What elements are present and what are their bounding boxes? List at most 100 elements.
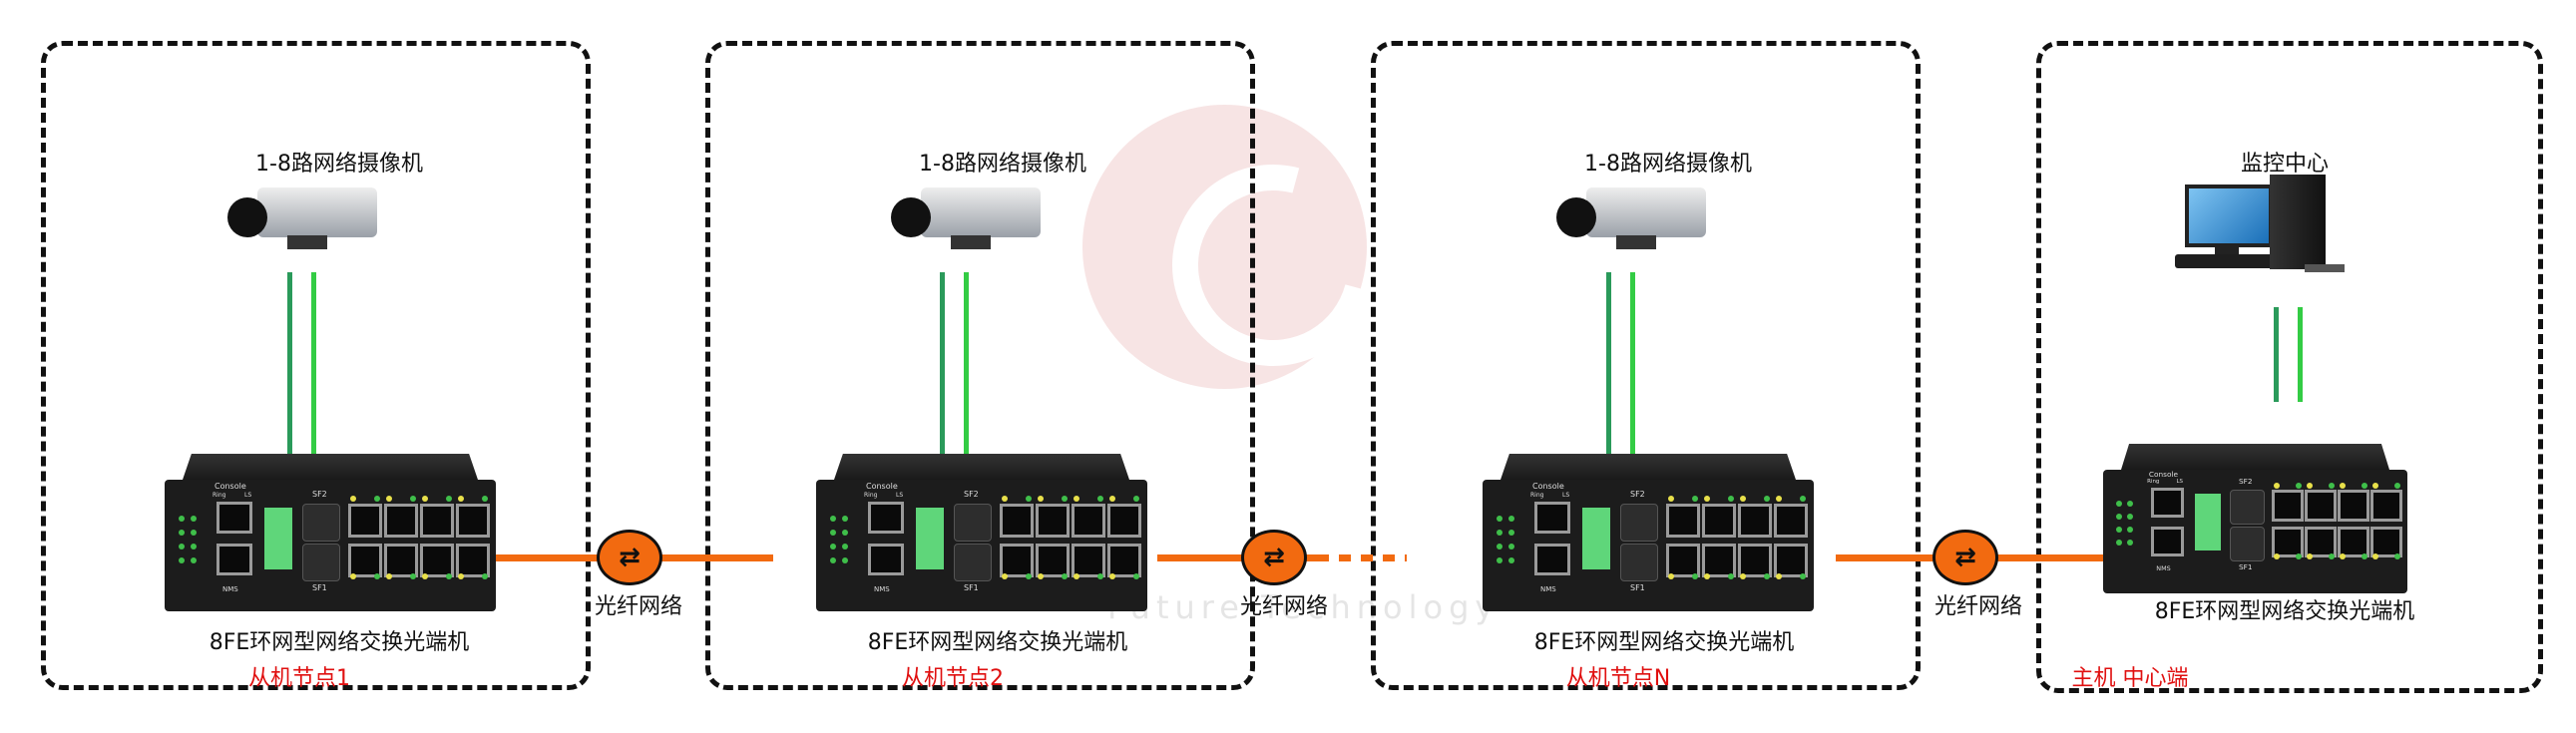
power-terminal	[1582, 508, 1610, 569]
speed-led	[374, 573, 380, 579]
link-led	[422, 573, 428, 579]
link-led	[458, 496, 464, 502]
nms-port	[868, 544, 904, 575]
speed-led	[1800, 496, 1806, 502]
rj45-port	[348, 504, 382, 538]
switch-sf1-text: SF1	[1630, 583, 1645, 592]
fiber-network-label: 光纤网络	[1239, 594, 1329, 619]
camera-icon	[227, 180, 382, 259]
speed-led	[1062, 496, 1068, 502]
status-led	[830, 544, 836, 550]
link-led	[350, 573, 356, 579]
link-led	[1776, 496, 1782, 502]
console-port	[868, 502, 904, 534]
speed-led	[410, 496, 416, 502]
console-port	[1534, 502, 1570, 534]
link-led	[1038, 496, 1044, 502]
link-led	[1668, 573, 1674, 579]
switch-nms-text: NMS	[222, 585, 238, 593]
node-box-1	[41, 41, 591, 690]
status-led	[1497, 544, 1503, 550]
rj45-port	[2338, 526, 2369, 558]
switch-ls-text: LS	[896, 492, 904, 499]
sfp-port-sf2	[302, 504, 340, 542]
status-led	[842, 544, 848, 550]
switch-nms-text: NMS	[1540, 585, 1556, 593]
node-box-center	[2036, 41, 2543, 693]
speed-led	[1800, 573, 1806, 579]
rj45-port	[1036, 504, 1070, 538]
status-led	[830, 557, 836, 563]
rj45-port	[1107, 544, 1141, 577]
speed-led	[446, 573, 452, 579]
link-led	[1740, 573, 1746, 579]
switch-sf2-text: SF2	[312, 490, 327, 499]
switch-console-text: Console	[2148, 469, 2179, 479]
speed-led	[1133, 496, 1139, 502]
link-led	[386, 496, 392, 502]
status-led	[179, 544, 185, 550]
link-led	[1073, 573, 1079, 579]
link-led	[2340, 482, 2347, 489]
status-led	[2115, 500, 2122, 507]
link-led	[1109, 496, 1115, 502]
link-led	[458, 573, 464, 579]
link-led	[2273, 482, 2280, 489]
watermark-text: Future Technology	[1107, 588, 1501, 626]
nms-port	[216, 544, 252, 575]
status-led	[1497, 530, 1503, 536]
nms-port	[1534, 544, 1570, 575]
ethernet-line	[1606, 272, 1611, 454]
computer-icon	[2175, 175, 2374, 294]
status-led	[1508, 516, 1514, 522]
status-led	[1497, 516, 1503, 522]
switch-ring-text: Ring	[213, 492, 226, 499]
node-box-2	[705, 41, 1255, 690]
status-led	[2115, 526, 2122, 533]
status-led	[1497, 557, 1503, 563]
link-led	[1002, 573, 1008, 579]
fiber-line	[1157, 554, 1317, 561]
rj45-port	[1036, 544, 1070, 577]
link-led	[1704, 496, 1710, 502]
switch-ring-text: Ring	[2147, 478, 2160, 485]
console-port	[216, 502, 252, 534]
fiber-network-label: 光纤网络	[594, 594, 683, 619]
status-led	[1508, 544, 1514, 550]
speed-led	[1133, 573, 1139, 579]
speed-led	[1097, 573, 1103, 579]
switch-sf2-text: SF2	[2238, 477, 2253, 487]
switch-console-text: Console	[215, 482, 246, 491]
speed-led	[1062, 573, 1068, 579]
switch-ls-text: LS	[1562, 492, 1570, 499]
switch-ring-text: Ring	[864, 492, 878, 499]
speed-led	[2328, 482, 2335, 489]
status-led	[1508, 530, 1514, 536]
switch-sf1-text: SF1	[964, 583, 979, 592]
switch-label-3: 8FE环网型网络交换光端机	[1533, 630, 1795, 655]
speed-led	[2295, 553, 2302, 560]
role-label-1: 从机节点1	[248, 666, 350, 691]
sfp-port-sf2	[2229, 489, 2265, 525]
sfp-port-sf1	[302, 544, 340, 581]
link-led	[1776, 573, 1782, 579]
rj45-port	[420, 544, 454, 577]
nms-port	[2150, 526, 2185, 556]
speed-led	[1026, 573, 1032, 579]
link-led	[1073, 496, 1079, 502]
link-led	[2340, 553, 2347, 560]
camera-label-1: 1-8路网络摄像机	[255, 152, 423, 177]
fiber-line-dotted	[1317, 554, 1407, 561]
switch-sf1-text: SF1	[312, 583, 327, 592]
ethernet-line	[2298, 307, 2303, 402]
monitor-center-label: 监控中心	[2240, 152, 2330, 177]
rj45-port	[420, 504, 454, 538]
status-led	[2115, 539, 2122, 546]
rj45-port	[1702, 504, 1736, 538]
status-led	[842, 516, 848, 522]
sfp-port-sf2	[954, 504, 992, 542]
status-led	[179, 557, 185, 563]
